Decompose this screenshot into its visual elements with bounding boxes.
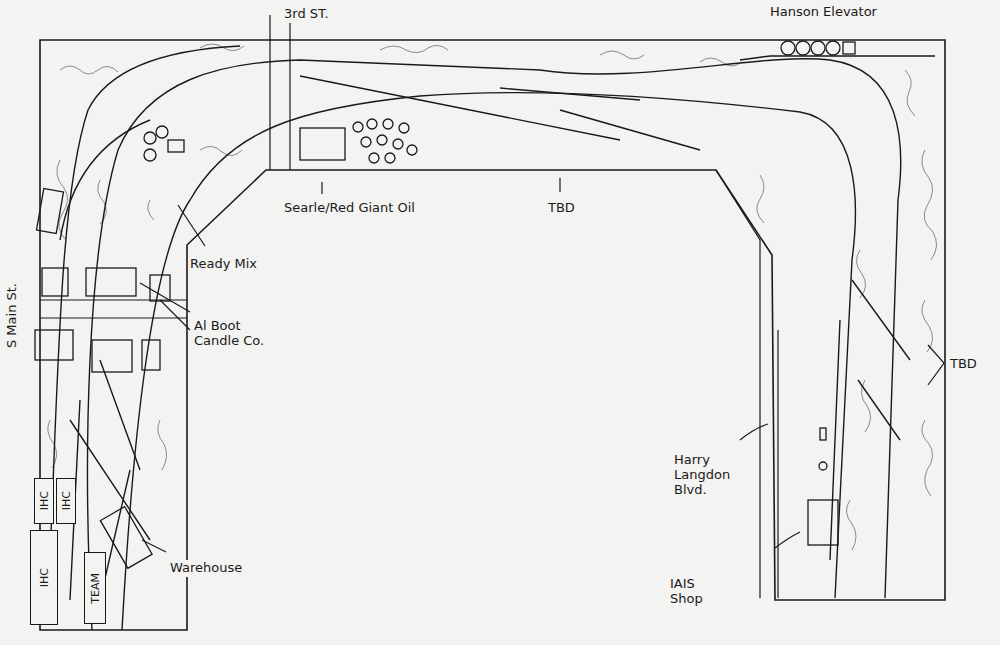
sketch-stroke: [140, 283, 190, 330]
sketch-stroke: [57, 160, 106, 240]
sketch-stroke: [399, 123, 409, 133]
building-box: IHC: [34, 478, 54, 524]
sketch-stroke: [60, 44, 742, 74]
streets: [40, 15, 778, 598]
sketch-stroke: [150, 275, 170, 301]
sketch-stroke: [42, 268, 68, 296]
map-label: TBD: [546, 200, 577, 217]
sketch-stroke: [270, 15, 290, 170]
building-label: IHC: [39, 568, 50, 587]
sketch-stroke: [144, 149, 156, 161]
sketch-stroke: [35, 330, 73, 360]
map-label: Hanson Elevator: [768, 4, 879, 21]
sketch-stroke: [826, 41, 840, 55]
sketch-stroke: [781, 41, 795, 55]
sketch-stroke: [928, 345, 944, 385]
buildings: [35, 41, 855, 568]
sketch-stroke: [100, 507, 152, 569]
scenery-scribbles: [48, 44, 937, 550]
sketch-stroke: [819, 462, 827, 470]
building-box: IHC: [56, 478, 76, 524]
sketch-stroke: [820, 428, 826, 440]
map-label: Searle/Red Giant Oil: [282, 200, 417, 217]
sketch-stroke: [88, 59, 901, 630]
sketch-stroke: [60, 120, 150, 240]
leader-lines: [140, 178, 944, 552]
map-label: Warehouse: [168, 560, 244, 577]
map-label: S Main St.: [3, 282, 22, 349]
sketch-stroke: [86, 268, 136, 296]
building-label: IHC: [61, 491, 72, 510]
sketch-stroke: [142, 340, 160, 370]
sketch-stroke: [37, 189, 64, 234]
sketch-stroke: [142, 540, 166, 552]
sketch-stroke: [385, 153, 395, 163]
sketch-stroke: [796, 41, 810, 55]
sketch-stroke: [811, 41, 825, 55]
sketch-stroke: [740, 56, 935, 60]
sketch-stroke: [905, 70, 937, 496]
sketch-stroke: [377, 135, 387, 145]
sketch-stroke: [843, 42, 855, 54]
sketch-stroke: [156, 126, 168, 138]
building-label: TEAM: [90, 573, 101, 604]
sketch-stroke: [144, 132, 156, 144]
building-label: IHC: [39, 491, 50, 510]
sketch-stroke: [367, 119, 377, 129]
sketch-stroke: [369, 153, 379, 163]
sketch-stroke: [830, 280, 910, 560]
sketch-stroke: [407, 145, 417, 155]
map-label: IAIS Shop: [668, 576, 724, 608]
sketch-stroke: [148, 146, 764, 223]
sketch-stroke: [122, 93, 855, 630]
map-label: 3rd ST.: [282, 6, 331, 23]
sketch-stroke: [353, 122, 363, 132]
map-label: Harry Langdon Blvd.: [672, 452, 754, 499]
map-label: Al Boot Candle Co.: [192, 318, 286, 350]
sketch-stroke: [48, 420, 167, 470]
sketch-stroke: [70, 360, 150, 600]
track-lines: [48, 46, 935, 630]
sketch-stroke: [300, 128, 345, 160]
benchwork-outline: [40, 40, 945, 630]
sketch-stroke: [361, 137, 371, 147]
map-label: TBD: [948, 356, 1000, 373]
map-label: Ready Mix: [188, 256, 259, 273]
sketch-stroke: [322, 178, 560, 194]
sketch-stroke: [168, 140, 184, 152]
sketch-stroke: [40, 300, 187, 318]
sketch-stroke: [300, 76, 700, 150]
building-box: TEAM: [84, 552, 106, 624]
sketch-stroke: [40, 40, 945, 630]
sketch-stroke: [740, 424, 768, 440]
sketch-stroke: [92, 340, 132, 372]
sketch-stroke: [178, 205, 205, 246]
building-box: IHC: [30, 530, 58, 625]
sketch-stroke: [383, 119, 393, 129]
sketch-stroke: [716, 170, 778, 598]
sketch-stroke: [775, 532, 800, 548]
sketch-stroke: [393, 139, 403, 149]
sketch-stroke: [808, 500, 838, 545]
